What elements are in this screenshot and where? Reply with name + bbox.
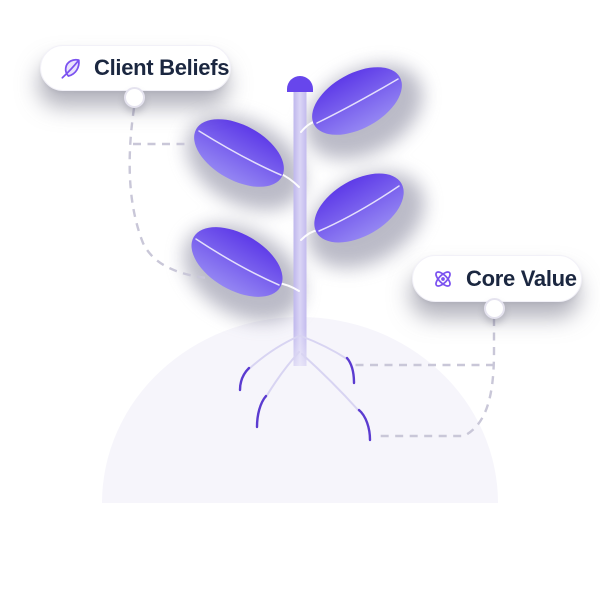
midrib <box>198 130 282 176</box>
leaves <box>191 67 404 297</box>
core-value-dashed-line <box>376 318 496 438</box>
root-tip <box>255 394 268 429</box>
root-tip <box>238 366 251 392</box>
root-line <box>248 335 300 370</box>
roots <box>238 335 372 442</box>
leaf-midribs <box>195 78 400 286</box>
stem <box>293 86 307 366</box>
stem-cap <box>287 76 313 92</box>
dashed-connectors <box>128 107 496 438</box>
midrib <box>316 78 399 124</box>
leaf-upper-left <box>194 119 284 187</box>
midrib <box>195 238 280 286</box>
midrib <box>318 185 400 232</box>
root-line <box>300 335 348 360</box>
leaf-lower-right <box>314 173 404 243</box>
leaf-icon <box>61 58 80 79</box>
client-beliefs-dashed-line <box>128 107 207 280</box>
root-line <box>301 353 360 412</box>
core-value-text: Core Value <box>466 265 577 291</box>
connector-dot-core <box>484 298 505 319</box>
stem-fade <box>289 328 311 428</box>
core-value-badge: Core Value <box>412 255 582 319</box>
root-tip <box>345 356 356 385</box>
connector-dot-client <box>124 87 145 108</box>
root-line <box>265 351 300 398</box>
leaf-upper-right <box>312 67 402 135</box>
root-tip <box>357 408 372 442</box>
leaf-lower-left <box>191 227 283 297</box>
atom-icon <box>435 270 451 287</box>
client-beliefs-badge: Client Beliefs <box>40 45 231 108</box>
client-beliefs-text: Client Beliefs <box>94 55 230 80</box>
stem-group <box>287 76 313 428</box>
